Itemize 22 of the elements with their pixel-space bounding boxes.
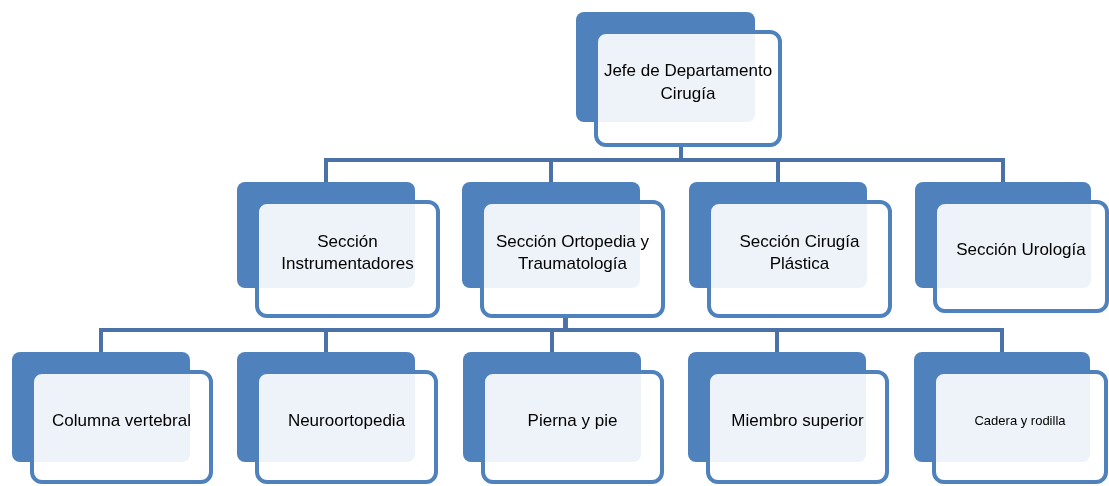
box-label: Sección Instrumentadores <box>280 230 415 275</box>
stacked-box <box>576 12 782 147</box>
box-label: Pierna y pie <box>526 409 619 432</box>
connector-line <box>679 147 1005 182</box>
stacked-box <box>463 352 664 484</box>
box-label: Neuroortopedia <box>286 409 407 432</box>
box-label: Sección Ortopedia y Traumatología <box>494 230 651 275</box>
stacked-box <box>689 182 892 318</box>
stacked-box <box>237 182 440 318</box>
stacked-box <box>688 352 889 484</box>
box-label: Sección Urología <box>955 239 1087 262</box>
box-label: Miembro superior <box>730 409 865 432</box>
stacked-box <box>914 352 1108 484</box>
stacked-box <box>462 182 665 318</box>
connector-line <box>563 318 1004 352</box>
box-label: Columna vertebral <box>51 409 192 432</box>
stacked-box <box>237 352 438 484</box>
box-label: Cadera y rodilla <box>973 411 1067 430</box>
stacked-box <box>12 352 213 484</box>
box-label: Jefe de Departamento Cirugía <box>602 60 774 105</box>
box-label: Sección Cirugía Plástica <box>738 230 861 275</box>
stacked-box <box>915 182 1109 313</box>
